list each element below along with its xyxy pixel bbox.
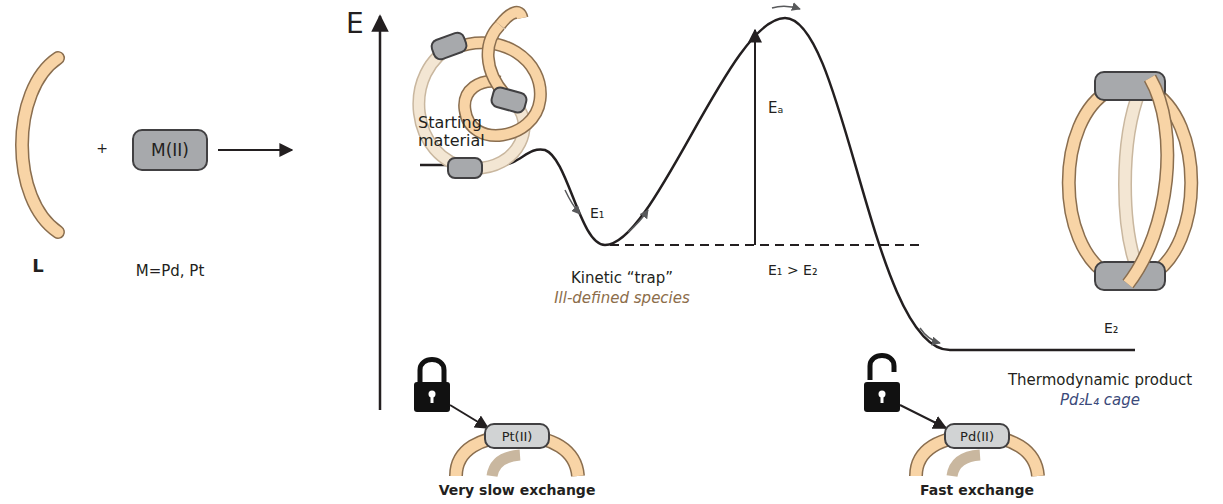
exchange-label: Very slow exchange (439, 482, 596, 498)
level-line (610, 244, 925, 246)
progress-arrow (565, 190, 580, 214)
exchange-label: Fast exchange (920, 482, 1034, 498)
energy-label: E₁ (590, 205, 604, 221)
closed-lock (414, 360, 488, 429)
state-label: Thermodynamic product (1008, 372, 1192, 389)
energy-comparison: E₁ > E₂ (768, 262, 818, 278)
energy-label: E₂ (1104, 320, 1118, 336)
energy-label: Eₐ (768, 100, 783, 117)
progress-arrow (772, 6, 800, 9)
activation-arrow (754, 30, 756, 245)
state-label: Starting material (418, 114, 513, 151)
cage-illustration (1069, 72, 1192, 290)
state-note: Ill-defined species (554, 290, 690, 307)
tangled-species (419, 12, 541, 178)
energy-axis (379, 16, 382, 410)
progress-arrow (628, 210, 648, 232)
plus-sign: + (96, 140, 108, 156)
platinum-box: Pt(II) (484, 423, 550, 449)
open-lock (864, 356, 946, 429)
reaction-arrow (218, 149, 292, 151)
progress-arrow (920, 328, 940, 343)
ligand-arc (22, 58, 58, 232)
state-note: Pd₂L₄ cage (1060, 392, 1140, 409)
ligand-outline (22, 58, 58, 232)
axis-label: E (346, 8, 364, 40)
node-text: Pd(II) (960, 429, 994, 444)
palladium-box: Pd(II) (944, 423, 1010, 449)
metal-box: M(II) (132, 129, 208, 171)
ligand-label: L (32, 256, 43, 277)
state-label: Kinetic “trap” (571, 270, 673, 287)
node-text: Pt(II) (502, 429, 533, 444)
node-text: M(II) (151, 140, 189, 160)
energy-curve (420, 18, 1135, 350)
metal-note: M=Pd, Pt (136, 263, 205, 280)
